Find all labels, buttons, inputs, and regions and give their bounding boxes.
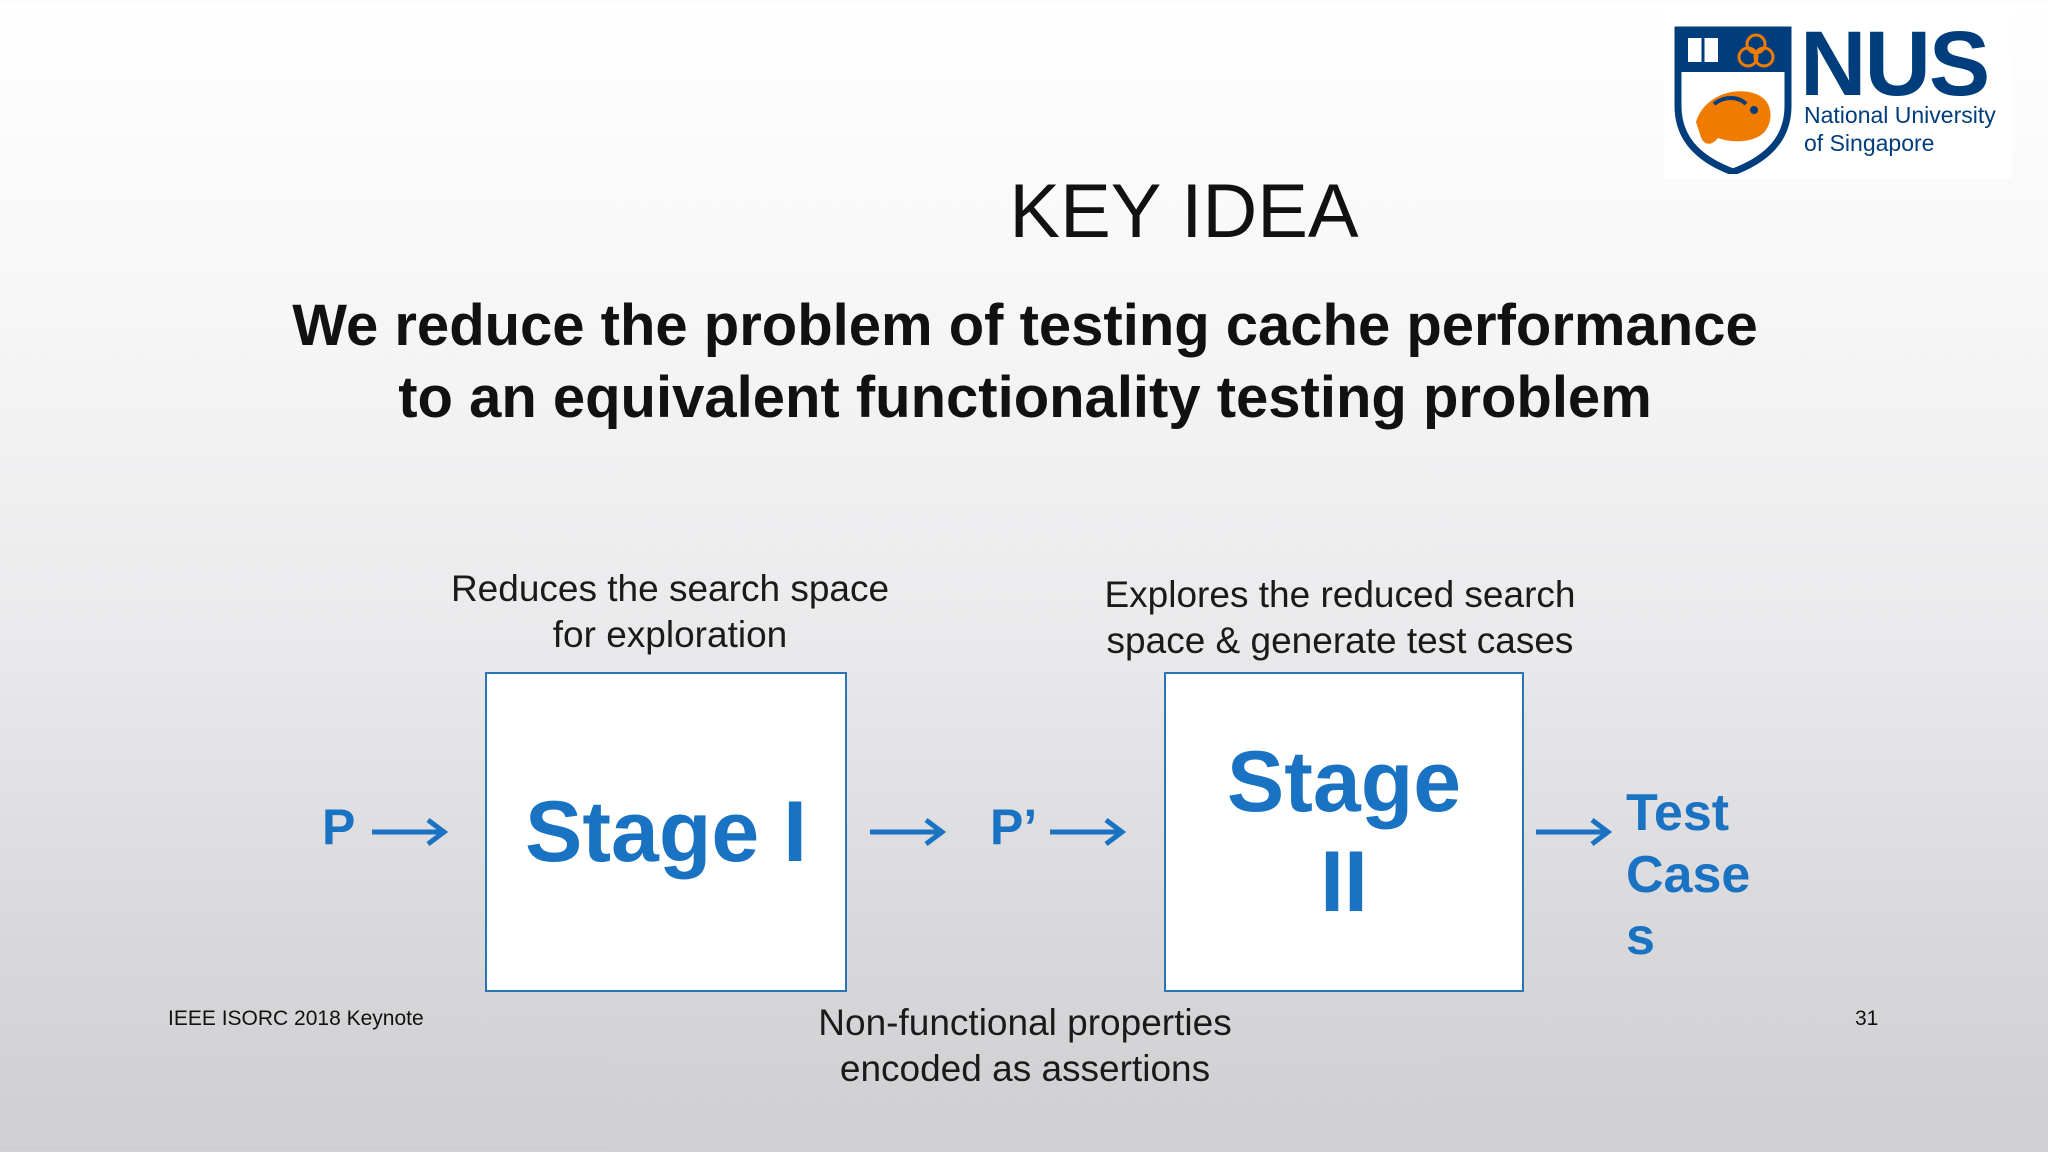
nus-shield-icon <box>1674 26 1792 174</box>
arrow-right-icon <box>1536 818 1613 846</box>
output-test-cases-label: Test Case s <box>1626 784 1751 966</box>
arrow-right-icon <box>870 818 947 846</box>
stage2-box: Stage II <box>1164 672 1524 992</box>
input-program-label: P <box>322 799 356 855</box>
nus-subtitle-line1: National University <box>1804 102 1996 128</box>
stage1-box: Stage I <box>485 672 847 992</box>
slide-headline: We reduce the problem of testing cache p… <box>292 293 1758 430</box>
nus-wordmark: NUS <box>1800 13 1990 115</box>
stage2-caption: Explores the reduced search space & gene… <box>1104 574 1576 661</box>
arrow-right-icon <box>1050 818 1127 846</box>
transformed-program-label: P’ <box>990 799 1038 855</box>
slide-title: KEY IDEA <box>1009 169 1359 254</box>
page-number: 31 <box>1855 1007 1879 1030</box>
stage1-caption: Reduces the search space for exploration <box>450 568 890 655</box>
nus-logo: NUS National University of Singapore <box>1664 8 2012 178</box>
footer-event: IEEE ISORC 2018 Keynote <box>168 1007 424 1030</box>
bottom-caption: Non-functional properties encoded as ass… <box>818 1002 1232 1089</box>
stage1-label: Stage I <box>525 784 807 880</box>
arrow-right-icon <box>372 818 449 846</box>
nus-subtitle-line2: of Singapore <box>1804 130 1935 156</box>
stage2-label: Stage II <box>1226 734 1462 930</box>
